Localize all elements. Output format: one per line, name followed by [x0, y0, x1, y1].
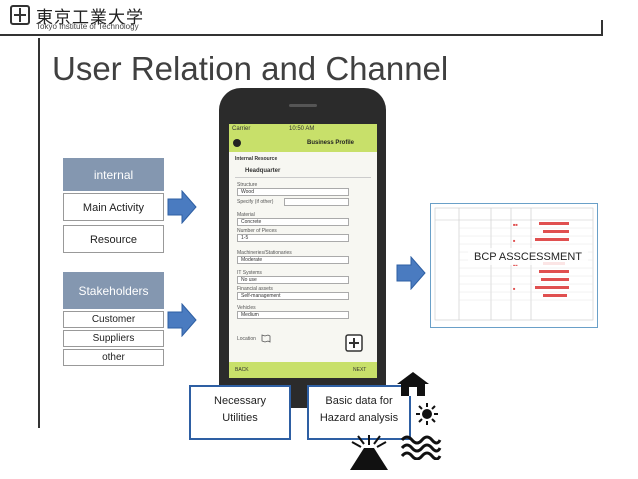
info-icon[interactable]	[233, 139, 241, 147]
section-title: Internal Resource	[235, 156, 278, 162]
bcp-label-bg	[468, 248, 588, 265]
specify-input[interactable]	[284, 198, 349, 206]
it-systems-label: IT Systems	[237, 270, 262, 276]
svg-text:■: ■	[513, 238, 516, 243]
necessary-utilities-text: Necessary Utilities	[214, 395, 266, 424]
material-select[interactable]: Concrete	[237, 218, 349, 226]
financial-label: Financial assets	[237, 286, 273, 292]
volcano-icon	[350, 435, 388, 470]
header-divider-tick	[601, 20, 603, 36]
pieces-label: Number of Pieces	[237, 228, 277, 234]
logo-icon	[10, 5, 30, 25]
resource-box: Resource	[63, 225, 164, 253]
specify-label: Specify (if other)	[237, 199, 274, 205]
machineries-label: Machineries/Stationaries	[237, 250, 292, 256]
bottom-bar: BACK NEXT	[229, 362, 377, 378]
headquarter-field[interactable]: Headquarter	[235, 166, 371, 178]
status-carrier: Carrier	[232, 126, 251, 132]
phone-speaker	[289, 104, 317, 107]
material-label: Material	[237, 212, 255, 218]
hazard-data-text: Basic data for Hazard analysis	[319, 395, 399, 424]
logo-english-text: Tokyo Institute of Technology	[36, 22, 139, 31]
status-bar: Carrier 10:50 AM	[229, 124, 377, 136]
suppliers-box: Suppliers	[63, 330, 164, 347]
phone-screen: Carrier 10:50 AM Business Profile Intern…	[229, 124, 377, 378]
vehicles-label: Vehicles	[237, 305, 256, 311]
flood-icon	[400, 435, 442, 460]
svg-text:■: ■	[513, 286, 516, 291]
bcp-table-graphic: ■■■■■■	[434, 207, 594, 321]
nav-title: Business Profile	[307, 140, 355, 146]
arrow-right-icon	[396, 256, 426, 290]
house-icon	[397, 372, 429, 396]
stakeholders-header: Stakeholders	[63, 272, 164, 309]
structure-select[interactable]: Wood	[237, 188, 349, 196]
financial-select[interactable]: Self-management	[237, 292, 349, 300]
arrow-right-icon	[167, 303, 197, 337]
it-systems-select[interactable]: No use	[237, 276, 349, 284]
header-divider	[0, 34, 601, 36]
left-vertical-rule	[38, 38, 40, 428]
location-label: Location	[237, 336, 256, 342]
svg-text:■■: ■■	[513, 222, 518, 227]
necessary-utilities-box: Necessary Utilities	[189, 385, 291, 440]
back-button[interactable]: BACK	[235, 367, 249, 373]
status-time: 10:50 AM	[289, 126, 315, 132]
bcp-label: BCP ASSCESSMENT	[474, 251, 582, 263]
machineries-select[interactable]: Moderate	[237, 256, 349, 264]
next-button[interactable]: NEXT	[353, 367, 367, 373]
structure-label: Structure	[237, 182, 258, 188]
other-box: other	[63, 349, 164, 366]
sun-icon	[416, 403, 438, 425]
vehicles-select[interactable]: Medium	[237, 311, 349, 319]
add-icon[interactable]	[345, 334, 363, 352]
arrow-right-icon	[167, 190, 197, 224]
customer-box: Customer	[63, 311, 164, 328]
internal-header: internal	[63, 158, 164, 191]
pieces-select[interactable]: 1-5	[237, 234, 349, 242]
logo-japanese-text: 東京工業大学	[36, 8, 144, 28]
bcp-assessment-sheet: ■■■■■■	[430, 203, 598, 328]
slide-title: User Relation and Channel	[52, 50, 449, 87]
nav-bar: Business Profile	[229, 136, 377, 152]
map-icon[interactable]	[261, 334, 271, 343]
main-activity-box: Main Activity	[63, 193, 164, 221]
hazard-data-box: Basic data for Hazard analysis	[307, 385, 411, 440]
